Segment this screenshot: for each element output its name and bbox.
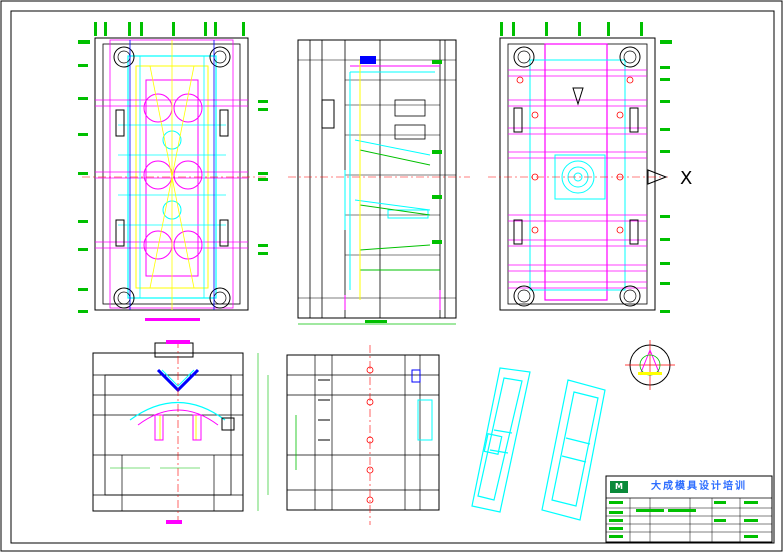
part-isometric-2 [541, 379, 606, 521]
projection-symbol [625, 340, 675, 390]
plan-view-left [78, 22, 268, 321]
title-block-frame [605, 475, 773, 543]
title-block: M 大成模具设计培训 [606, 476, 772, 542]
section-view-middle [288, 39, 470, 325]
axis-marker-x: X [680, 168, 692, 189]
front-section-view [92, 340, 269, 525]
company-logo: M [610, 481, 628, 493]
title-block-title: 大成模具设计培训 [651, 481, 747, 492]
part-isometric-1 [471, 367, 531, 513]
plan-view-right [488, 22, 672, 313]
drawing-frame [10, 10, 775, 544]
side-section-view [286, 345, 440, 525]
